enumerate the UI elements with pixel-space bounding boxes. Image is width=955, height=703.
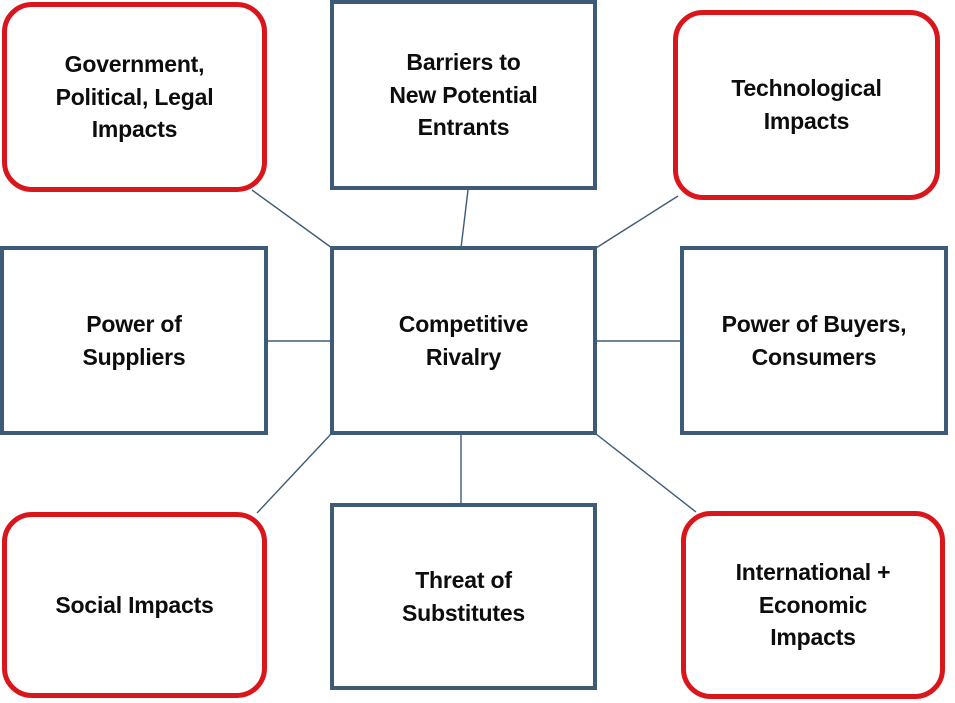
connector-rivalry-social — [256, 433, 332, 514]
node-government-label: Government, Political, Legal Impacts — [55, 51, 214, 143]
node-international-economic[interactable]: International + Economic Impacts — [681, 511, 945, 699]
node-international-economic-label: International + Economic Impacts — [735, 559, 891, 651]
connector-barriers-rivalry — [460, 189, 469, 249]
node-competitive-rivalry-label: Competitive Rivalry — [398, 310, 529, 370]
connector-government-rivalry — [251, 189, 333, 249]
node-power-of-buyers-label: Power of Buyers, Consumers — [721, 310, 907, 370]
connector-rivalry-international — [595, 433, 697, 513]
node-social-impacts[interactable]: Social Impacts — [2, 512, 267, 698]
node-technological-label: Technological Impacts — [731, 75, 882, 134]
node-power-of-suppliers[interactable]: Power of Suppliers — [0, 246, 268, 435]
connector-technological-rivalry — [595, 195, 679, 249]
node-barriers-label: Barriers to New Potential Entrants — [389, 49, 538, 141]
node-threat-of-substitutes-label: Threat of Substitutes — [401, 566, 526, 626]
node-competitive-rivalry[interactable]: Competitive Rivalry — [330, 246, 597, 435]
node-government[interactable]: Government, Political, Legal Impacts — [2, 2, 267, 192]
node-social-impacts-label: Social Impacts — [55, 591, 214, 618]
node-threat-of-substitutes[interactable]: Threat of Substitutes — [330, 503, 597, 690]
node-technological[interactable]: Technological Impacts — [673, 10, 940, 200]
node-power-of-suppliers-label: Power of Suppliers — [82, 310, 186, 370]
node-power-of-buyers[interactable]: Power of Buyers, Consumers — [680, 246, 948, 435]
node-barriers[interactable]: Barriers to New Potential Entrants — [330, 0, 597, 190]
